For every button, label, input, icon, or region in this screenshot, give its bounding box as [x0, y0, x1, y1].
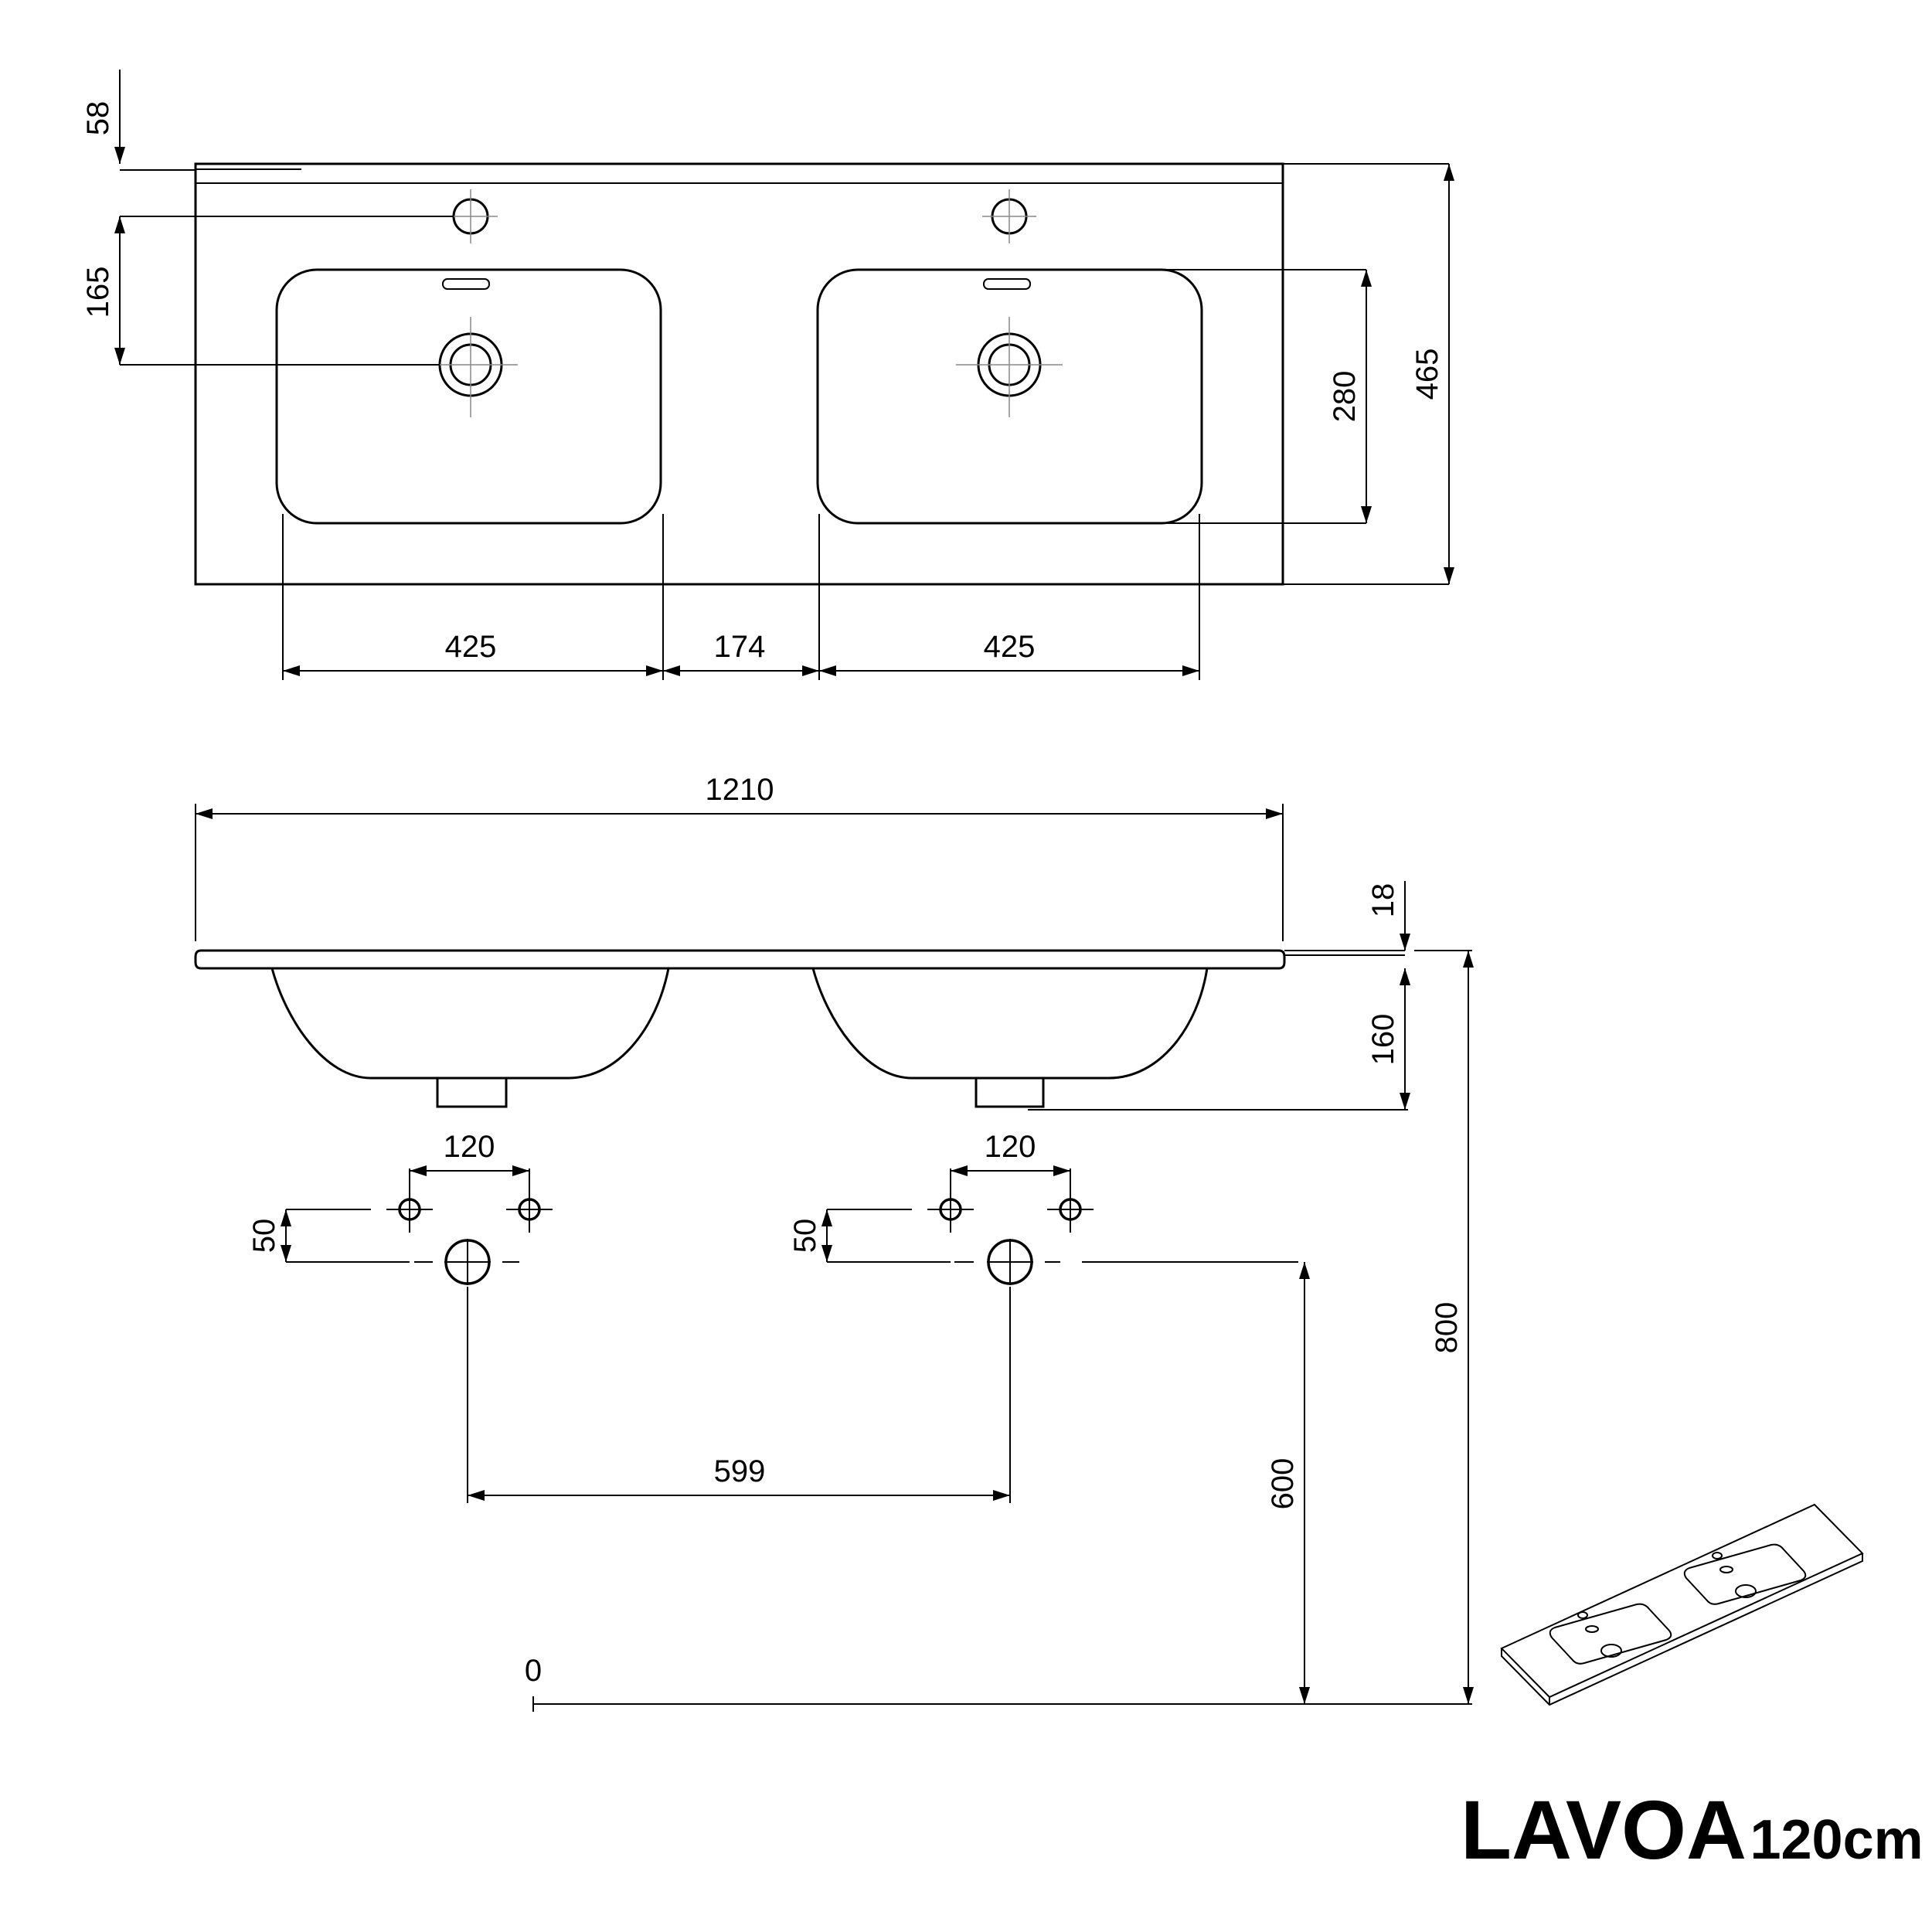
basin-profile-left: [270, 968, 670, 1108]
thumbnail-basin-left: [1549, 1603, 1672, 1665]
tap-hole-right: [982, 189, 1036, 243]
dim-bowl-widths: 425 174 425: [282, 514, 1200, 680]
dim-label-1210: 1210: [706, 773, 774, 807]
dim-rim-height: 800: [1360, 950, 1474, 1705]
dim-label-425-right: 425: [984, 630, 1036, 664]
dim-label-800: 800: [1430, 1302, 1464, 1354]
countertop-profile: [194, 949, 1405, 970]
dim-label-58: 58: [81, 101, 115, 136]
water-outlet-cold-left: [506, 1186, 553, 1233]
product-size: 120cm: [1750, 1809, 1923, 1871]
dim-bowl-depth: 280: [1032, 269, 1372, 524]
basin-profile-right: [811, 968, 1209, 1108]
drain-left: [417, 317, 518, 417]
floor-line: 0: [525, 1654, 1360, 1712]
dim-drain-spacing: 599: [467, 1287, 1011, 1503]
product-name: LAVOA: [1461, 1783, 1747, 1876]
basin-right: [816, 268, 1203, 525]
thumbnail-tap-right: [1712, 1552, 1723, 1560]
front-view: 1210 18 160: [194, 773, 1474, 1712]
wall-outlets-right: 120 50: [788, 1130, 1298, 1285]
dim-label-120-left: 120: [444, 1130, 495, 1164]
dim-label-18: 18: [1366, 883, 1400, 918]
drain-right: [956, 317, 1063, 417]
dim-label-174: 174: [714, 630, 766, 664]
dim-label-50-left: 50: [247, 1219, 281, 1253]
dim-label-50-right: 50: [788, 1219, 822, 1253]
top-view: 58 165 280 465: [81, 70, 1454, 680]
product-3d-thumbnail: [1500, 1503, 1864, 1706]
dim-label-zero: 0: [525, 1654, 542, 1688]
dim-label-465: 465: [1410, 349, 1444, 400]
waste-outlet-left: [414, 1239, 519, 1285]
dim-total-depth: 465: [1283, 163, 1454, 585]
countertop-outline: [194, 162, 1284, 586]
dim-label-120-right: 120: [985, 1130, 1036, 1164]
dim-drain-height: 600: [1266, 1262, 1310, 1704]
product-title: LAVOA 120cm: [1461, 1781, 1923, 1878]
dim-edge-to-tap: 58: [81, 70, 196, 171]
dim-tap-to-drain: 165: [81, 216, 454, 366]
dim-label-600: 600: [1266, 1458, 1300, 1510]
dim-label-425-left: 425: [445, 630, 497, 664]
basin-left: [275, 268, 662, 525]
thumbnail-basin-right: [1683, 1543, 1807, 1605]
dim-label-165: 165: [81, 267, 115, 318]
wall-outlets-left: 120 50: [247, 1130, 553, 1285]
waste-outlet-right: [954, 1239, 1060, 1285]
thumbnail-tap-left: [1577, 1611, 1588, 1619]
dim-bowl-height: 160: [1028, 968, 1410, 1111]
dim-rim-thickness: 18: [1366, 881, 1410, 985]
water-outlet-cold-right: [1047, 1186, 1094, 1233]
dim-label-599: 599: [714, 1454, 766, 1488]
water-outlet-hot-right: [927, 1186, 974, 1233]
dim-label-280: 280: [1328, 371, 1362, 423]
dim-label-160: 160: [1366, 1014, 1400, 1066]
water-outlet-hot-left: [386, 1186, 433, 1233]
dim-total-width: 1210: [195, 773, 1284, 941]
